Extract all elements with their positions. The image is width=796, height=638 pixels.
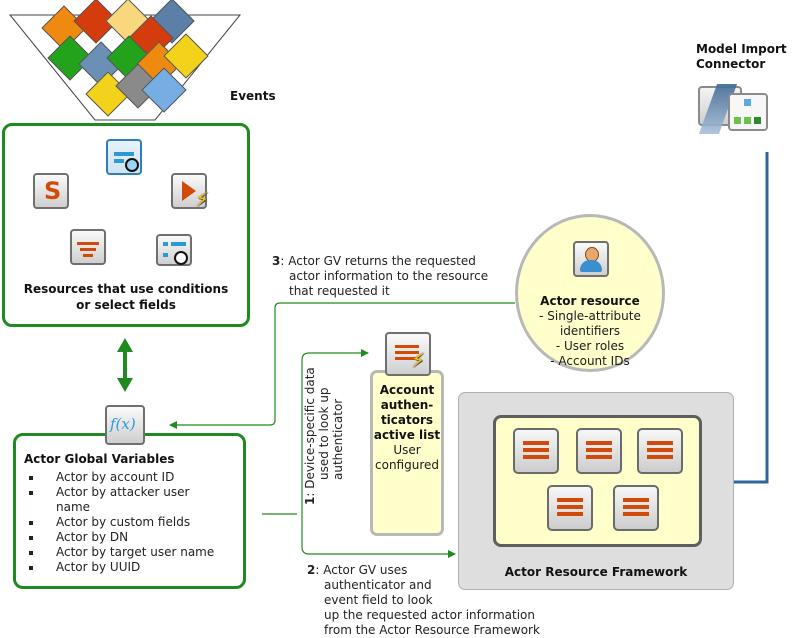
- step3-line: that requested it: [289, 284, 390, 298]
- events-label: Events: [230, 89, 276, 103]
- actor-resource-line: - User roles: [555, 339, 625, 353]
- step1-line: Device-specific data: [303, 367, 317, 489]
- function-icon[interactable]: f(x): [105, 405, 145, 445]
- step3-arrow: [169, 302, 515, 429]
- actor-person-icon: [573, 241, 609, 277]
- gv-list: Actor by account ID Actor by attacker us…: [26, 470, 231, 575]
- step2-text: 2: Actor GV uses authenticator and event…: [307, 563, 540, 637]
- actor-resource-line: identifiers: [559, 324, 621, 338]
- framework-resource-card[interactable]: [513, 428, 559, 474]
- resources-caption-line1: Resources that use conditions: [23, 282, 229, 296]
- actor-resource-line: - Single-attribute: [539, 309, 641, 323]
- model-import-line: Connector: [696, 57, 766, 71]
- actor-resource-title: Actor resource: [540, 294, 640, 308]
- authenticators-subtitle-line: configured: [375, 458, 439, 472]
- gv-item[interactable]: Actor by custom fields: [26, 515, 231, 530]
- step1-arrow: [301, 349, 369, 514]
- rule-icon[interactable]: S: [33, 173, 69, 209]
- framework-resource-card[interactable]: [576, 428, 622, 474]
- step2-line: from the Actor Resource Framework: [324, 623, 540, 637]
- step3-line: actor information to the resource: [289, 269, 489, 283]
- model-import-label: Model Import Connector: [696, 42, 787, 72]
- framework-resource-container: [493, 415, 702, 547]
- step2-line: Actor GV uses: [323, 563, 408, 577]
- resources-box: S ⚡ Resources that use conditions or sel…: [2, 123, 250, 327]
- step2-number: 2: [307, 563, 316, 577]
- step2-line: up the requested actor information: [324, 608, 535, 622]
- actor-resource-framework[interactable]: Actor Resource Framework: [458, 392, 734, 590]
- step3-line: Actor GV returns the requested: [288, 254, 476, 268]
- authenticators-title-line: authen-: [380, 398, 434, 412]
- resources-caption: Resources that use conditions or select …: [5, 281, 247, 313]
- framework-resource-card[interactable]: [637, 428, 683, 474]
- actor-resource-line: - Account IDs: [550, 354, 630, 368]
- step3-text: 3: Actor GV returns the requested actor …: [272, 254, 489, 298]
- query-viewer-icon[interactable]: [106, 139, 142, 175]
- step2-arrow: [301, 514, 456, 558]
- framework-label: Actor Resource Framework: [504, 565, 688, 579]
- gv-item[interactable]: Actor by DN: [26, 530, 231, 545]
- framework-resource-card[interactable]: [613, 485, 659, 531]
- step1-number: 1: [303, 496, 317, 505]
- framework-resource-card[interactable]: [547, 485, 593, 531]
- step1-line: used to look up: [317, 387, 331, 480]
- authenticators-subtitle-line: User: [393, 443, 421, 457]
- step1-line: authenticator: [331, 398, 345, 480]
- gv-title: Actor Global Variables: [24, 452, 175, 466]
- step3-number: 3: [272, 254, 281, 268]
- actor-resource-ellipse[interactable]: Actor resource - Single-attribute identi…: [515, 214, 665, 372]
- action-trigger-icon[interactable]: ⚡: [171, 173, 209, 211]
- events-icon-cluster: [40, 0, 210, 117]
- step1-text: 1: Device-specific data used to look up …: [303, 315, 345, 505]
- gv-item[interactable]: Actor by attacker user name: [26, 485, 231, 515]
- filter-icon[interactable]: [70, 229, 106, 265]
- gv-item[interactable]: Actor by UUID: [26, 560, 231, 575]
- account-authenticators-card[interactable]: Account authen- ticators active list Use…: [370, 370, 444, 536]
- query-icon[interactable]: [156, 234, 192, 266]
- step2-line: authenticator and: [324, 578, 432, 592]
- gv-item[interactable]: Actor by target user name: [26, 545, 231, 560]
- actor-global-variables-box: Actor Global Variables Actor by account …: [13, 433, 246, 589]
- bidirectional-arrow: [117, 338, 133, 392]
- authenticators-title-line: active list: [373, 428, 441, 442]
- model-import-line: Model Import: [696, 42, 787, 56]
- model-import-arrow: [722, 152, 769, 484]
- model-import-connector-icon[interactable]: [698, 84, 770, 136]
- function-glyph: f(x): [110, 415, 136, 433]
- gv-item[interactable]: Actor by account ID: [26, 470, 231, 485]
- active-list-icon[interactable]: ⚡: [385, 332, 431, 376]
- authenticators-title-line: Account: [379, 383, 435, 397]
- resources-caption-line2: or select fields: [76, 298, 176, 312]
- step2-line: event field to look: [324, 593, 433, 607]
- authenticators-title-line: ticators: [380, 413, 434, 427]
